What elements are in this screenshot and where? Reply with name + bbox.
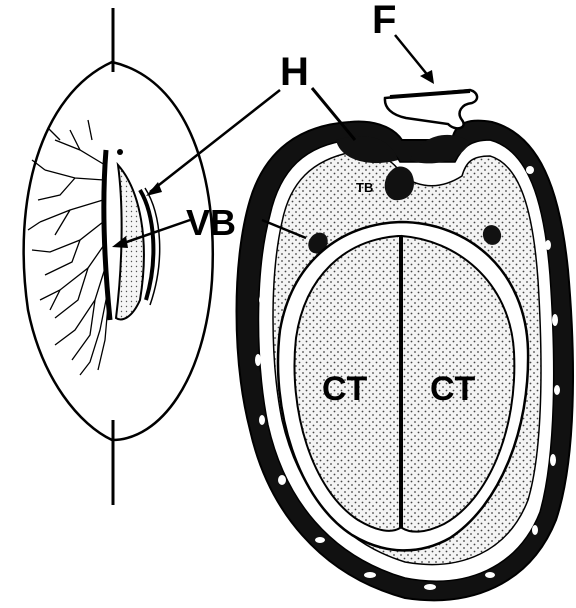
label-cotyledon-right: CT — [430, 370, 476, 408]
f-arrow — [395, 35, 430, 78]
label-tracheid-bar: TB — [356, 180, 373, 195]
label-funiculus: F — [372, 0, 396, 42]
vein-network — [28, 120, 108, 375]
label-cotyledon-left: CT — [322, 370, 368, 408]
seed-cross-section — [237, 35, 573, 600]
label-vascular-bundle: VB — [186, 202, 236, 243]
label-hilum: H — [280, 50, 309, 94]
